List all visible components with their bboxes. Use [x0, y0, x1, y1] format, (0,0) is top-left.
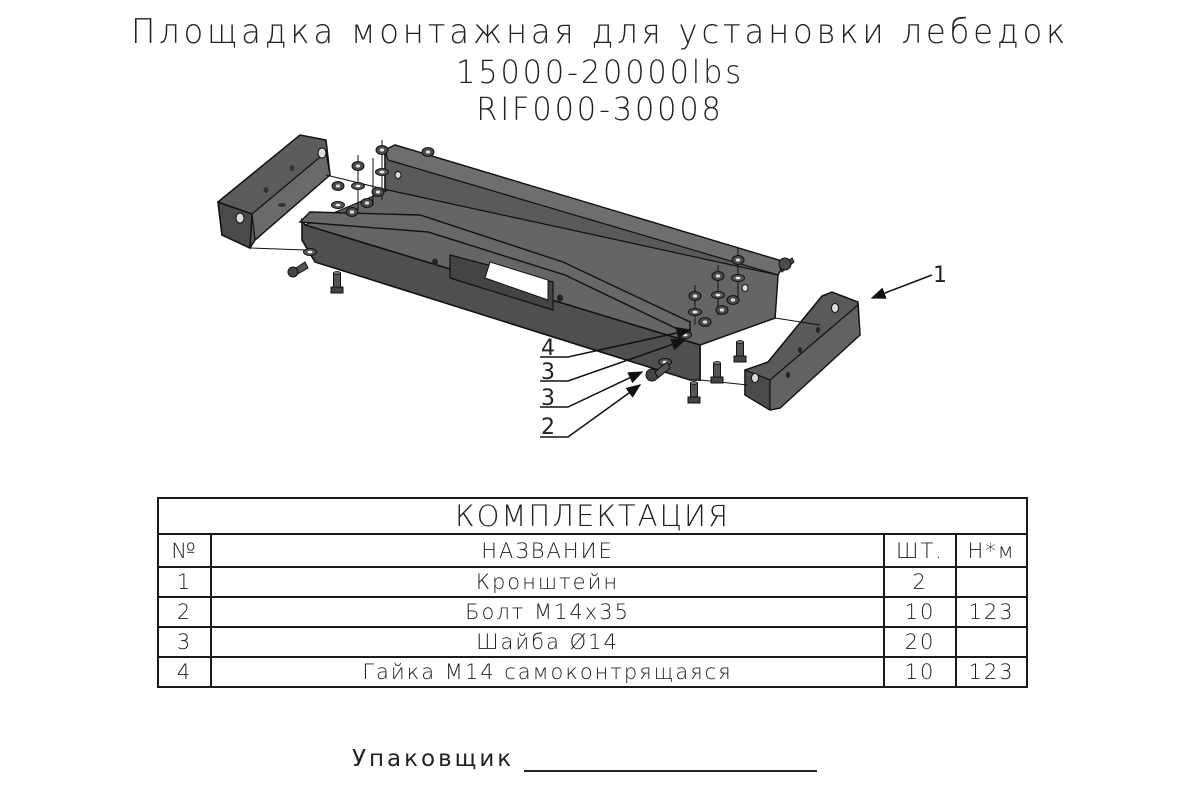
cell-name: Болт М14х35: [210, 596, 885, 628]
callout-3b: 3: [541, 386, 555, 411]
table-header-row: № НАЗВАНИЕ ШТ. Н*м: [157, 533, 1029, 568]
cell-name: Гайка М14 самоконтрящаяся: [210, 656, 885, 688]
part-number: RIF000-30008: [476, 90, 724, 128]
header-name: НАЗВАНИЕ: [210, 533, 885, 568]
cell-name: Кронштейн: [210, 566, 885, 598]
cell-qty: 10: [883, 596, 957, 628]
right-bracket: [744, 291, 861, 412]
exploded-assembly-drawing: 1 4 3 3 2: [217, 134, 947, 440]
cell-qty: 2: [883, 566, 957, 598]
table-title: КОМПЛЕКТАЦИЯ: [156, 497, 1029, 535]
fasteners: [287, 145, 795, 404]
parts-list-table: КОМПЛЕКТАЦИЯ № НАЗВАНИЕ ШТ. Н*м 1 Кроншт…: [156, 497, 1029, 688]
header-torque: Н*м: [954, 533, 1029, 568]
cell-number: 1: [157, 566, 212, 598]
cell-number: 4: [157, 656, 212, 688]
capacity-label: 15000-20000lbs: [456, 53, 744, 91]
header-number: №: [157, 533, 212, 568]
cell-qty: 20: [883, 626, 957, 658]
cell-torque: 123: [954, 656, 1029, 688]
main-mounting-plate: [298, 144, 787, 382]
callout-leaders: [540, 274, 933, 438]
callout-2: 2: [541, 415, 555, 440]
callout-1: 1: [933, 263, 947, 288]
cell-qty: 10: [883, 656, 957, 688]
cell-torque: 123: [954, 596, 1029, 628]
packer-label: Упаковщик: [352, 746, 515, 772]
left-bracket: [217, 134, 331, 250]
cell-number: 2: [157, 596, 212, 628]
table-row: 1 Кронштейн 2: [157, 566, 1029, 598]
cell-name: Шайба Ø14: [210, 626, 885, 658]
table-row: 4 Гайка М14 самоконтрящаяся 10 123: [157, 656, 1029, 688]
header-qty: ШТ.: [883, 533, 957, 568]
cell-torque: [954, 626, 1029, 658]
table-row: 2 Болт М14х35 10 123: [157, 596, 1029, 628]
cell-torque: [954, 566, 1029, 598]
table-row: 3 Шайба Ø14 20: [157, 626, 1029, 658]
cell-number: 3: [157, 626, 212, 658]
callout-3a: 3: [541, 360, 555, 385]
callout-4: 4: [541, 336, 555, 361]
drawing-title: Площадка монтажная для установки лебедок: [130, 12, 1070, 52]
packer-signature-line: [524, 770, 817, 772]
